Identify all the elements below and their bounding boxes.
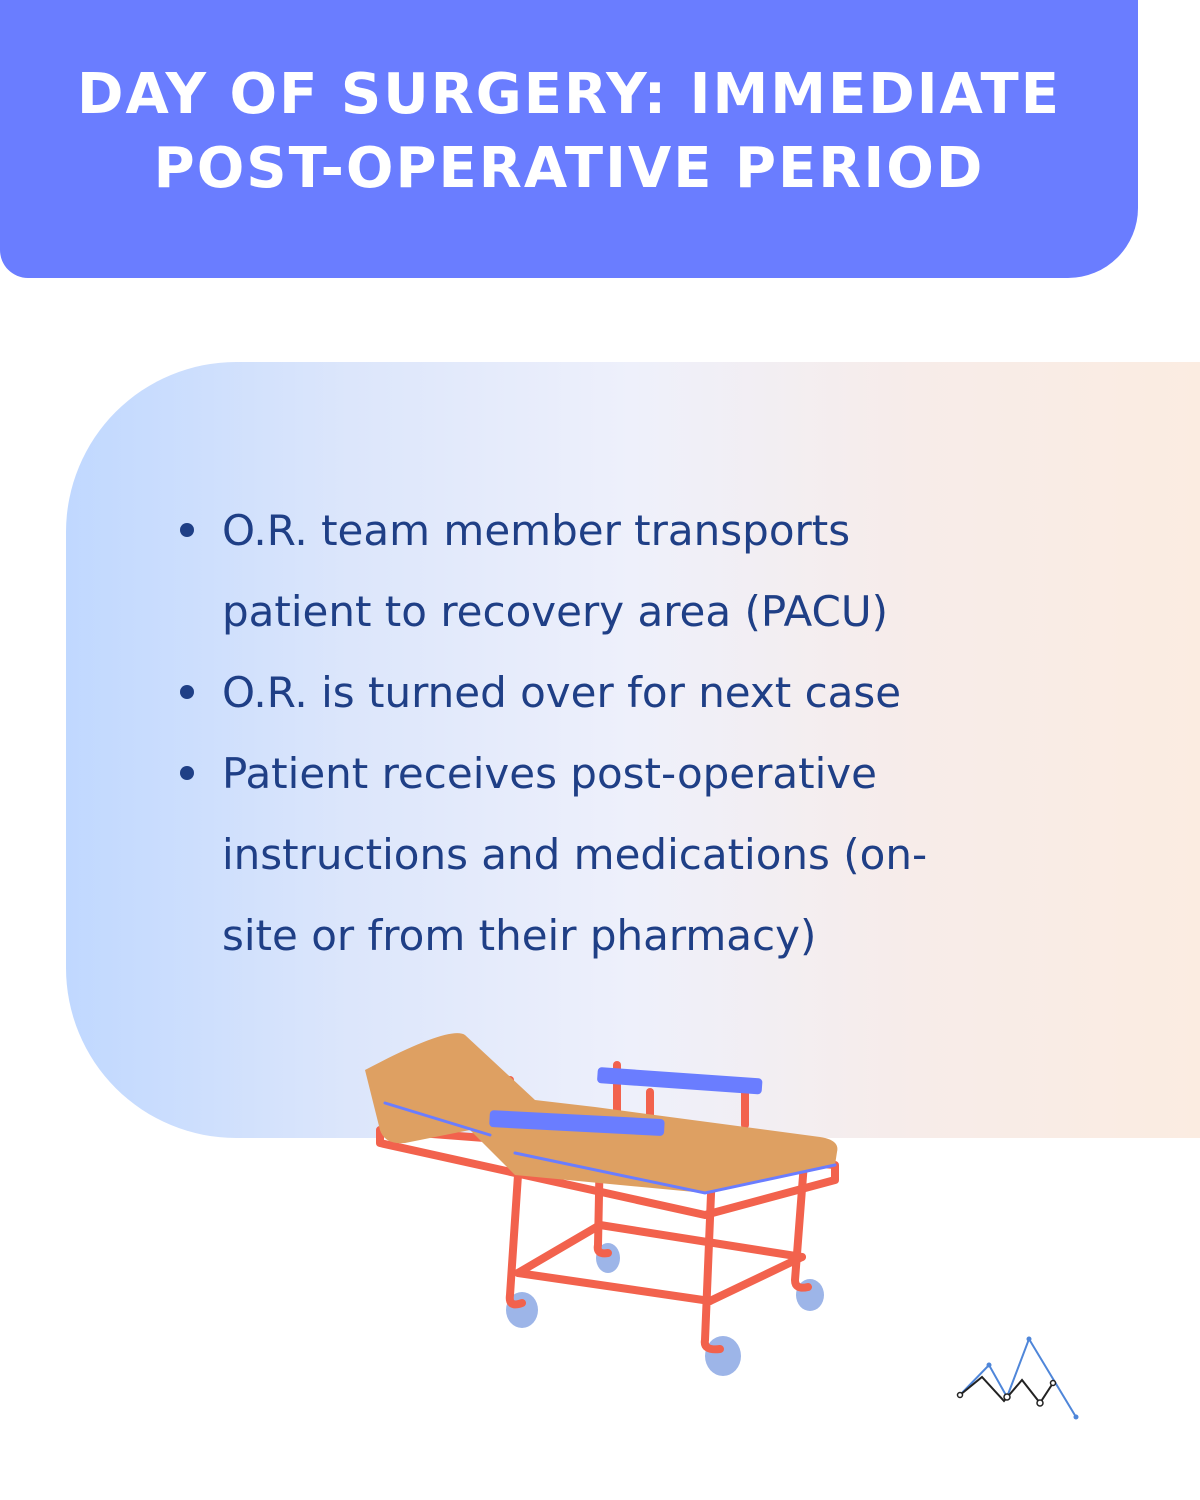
list-item-line: site or from their pharmacy): [222, 911, 817, 960]
bullet-dot-icon: [180, 766, 194, 780]
stretcher-mattress: [365, 1033, 838, 1193]
list-item-line: instructions and medications (on-: [222, 830, 928, 879]
bullet-list: O.R. team member transports patient to r…: [152, 490, 1052, 976]
page-title: Day of Surgery: Immediate Post-Operative…: [0, 58, 1138, 206]
wheel-icon: [506, 1243, 824, 1376]
stretcher-icon: [365, 1033, 839, 1376]
list-item: O.R. team member transports patient to r…: [152, 490, 1052, 652]
content-panel: [66, 362, 1200, 1138]
header-band: [0, 0, 1138, 278]
list-item-line: O.R. is turned over for next case: [222, 668, 902, 717]
list-item-line: O.R. team member transports: [222, 506, 851, 555]
list-item: Patient receives post-operative instruct…: [152, 733, 1052, 976]
list-item: O.R. is turned over for next case: [152, 652, 1052, 733]
mountain-line-logo: [956, 1336, 1079, 1420]
bullet-dot-icon: [180, 685, 194, 699]
page-title-line-2: Post-Operative Period: [153, 136, 985, 201]
mattress-seam: [383, 1101, 837, 1195]
stretcher-rails: [489, 1067, 763, 1136]
list-item-line: patient to recovery area (PACU): [222, 587, 888, 636]
list-item-line: Patient receives post-operative: [222, 749, 877, 798]
bullet-dot-icon: [180, 523, 194, 537]
page-title-line-1: Day of Surgery: Immediate: [77, 62, 1061, 127]
